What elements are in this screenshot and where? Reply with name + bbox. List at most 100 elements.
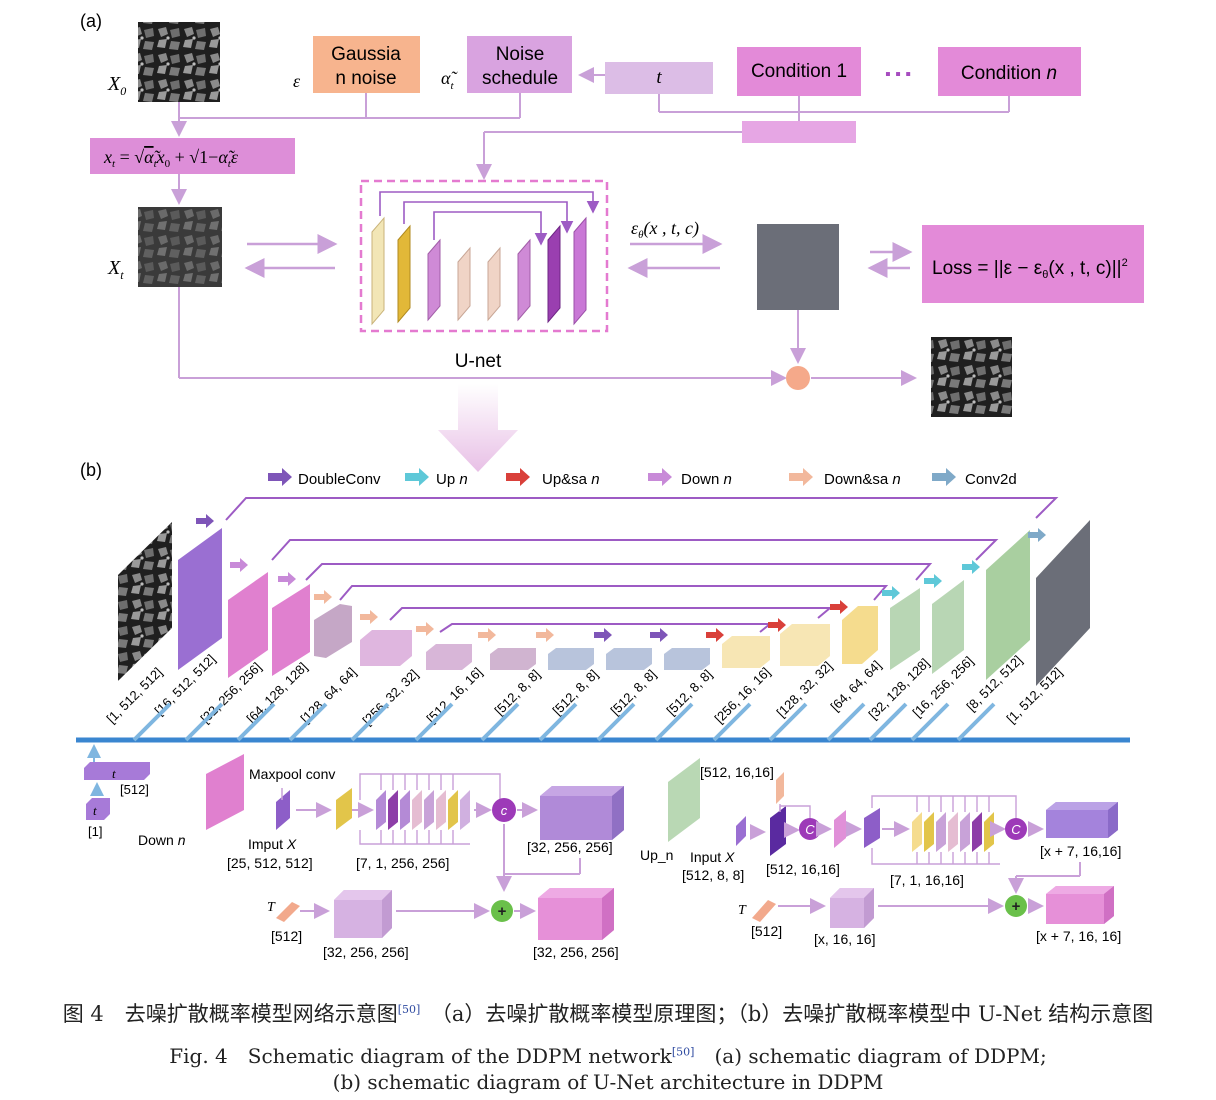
shape-label: [128, 32, 32] [774,658,836,720]
svg-text:Up n: Up n [436,471,468,488]
panel-b-label: (b) [80,460,102,480]
shape-label: [512, 8, 8] [550,667,601,718]
gaussian-noise-line2: n noise [335,68,396,89]
svg-text:Down n: Down n [681,471,732,488]
down-concat-output [540,786,624,840]
alpha-label: α̃t [441,68,458,92]
forward-formula-box [90,138,295,174]
transition-arrow [438,384,518,472]
down-T-proj-shape: [32, 256, 256] [323,944,409,960]
unet-b-skip-lines [225,497,1059,633]
block-8-512 [986,530,1030,680]
condition-n-label: Condition n [961,63,1057,84]
up-concat-node-2 [1005,818,1027,840]
svg-text:Down&sa n: Down&sa n [824,471,901,488]
eps-theta-label: εθ(x , t, c) [631,218,699,241]
up-upsample-block [770,806,786,856]
t-embed-top: t [112,766,116,781]
up-skip-shape: [512, 16,16] [700,764,774,780]
up-stack-shape: [7, 1, 16,16] [890,872,964,888]
down-add-symbol: + [498,903,507,920]
up-conv-block [864,808,880,848]
output-slab [1036,520,1090,686]
svg-text:DoubleConv: DoubleConv [298,471,381,488]
up-input-label: Input X [690,849,735,865]
loss-formula: Loss = ||ε − εθ(x , t, c)||2 [932,257,1128,281]
shape-label: [512, 8, 8] [492,667,543,718]
shape-label: [256, 32, 32] [360,666,422,728]
epsilon-label: ε [293,71,301,91]
down-sum-shape: [32, 256, 256] [533,944,619,960]
shape-label: [512, 8, 8] [664,667,715,718]
ddpm-diagram: (a) X0 ε Gaussia n noise α̃t Noise sched… [76,11,1144,960]
up-add-symbol: + [1012,898,1021,915]
t-label: t [656,67,662,88]
block-16-256 [932,580,964,674]
t-embed-dim-bottom: [1] [88,824,102,839]
up-upsample-shape: [512, 16,16] [766,861,840,877]
t-embed-bottom: t [93,803,97,818]
block-16-512 [178,528,222,670]
up-T-dim: [512] [751,923,782,939]
up-T-projection [830,888,874,928]
caption-zh: 图 4 去噪扩散概率模型网络示意图[50] （a）去噪扩散概率模型原理图；（b）… [0,998,1216,1028]
condition-embed-box [742,121,856,143]
down-sum-output [538,888,614,940]
up-input-slab [668,758,700,842]
down-maxpool-block [276,790,290,830]
shape-label: [256, 16, 16] [712,664,774,726]
block-32-256 [228,572,268,678]
up-T-proj-shape: [x, 16, 16] [814,931,875,947]
noise-schedule-line1: Noise [496,44,545,65]
block-64-128 [272,584,310,676]
noise-schedule-line2: schedule [482,68,558,89]
legend-item-down: Down n [648,468,732,488]
legend-item-doubleconv: DoubleConv [268,468,381,488]
block-512-16 [426,644,472,670]
legend-item-down-sa: Down&sa n [789,468,901,488]
unet-b-op-arrows [196,514,1046,642]
legend-item-up: Up n [405,468,468,488]
t-scalar-box [86,798,110,820]
up-concat-symbol-2: C [1011,822,1021,837]
up-sum-output [1046,886,1114,924]
down-maxpool-label: Maxpool conv [249,766,335,782]
block-256-16 [722,636,770,668]
down-concat-shape: [32, 256, 256] [527,839,613,855]
t-embed-box [84,762,150,780]
block-512-8-b [548,648,594,670]
caption-zh-left: 图 4 去噪扩散概率模型网络示意图 [62,1002,398,1026]
up-T-block [752,900,776,922]
condition-dots: ▪ ▪ ▪ [885,66,911,83]
caption-zh-right: （a）去噪扩散概率模型原理图；（b）去噪扩散概率模型中 U-Net 结构示意图 [441,1002,1154,1026]
x0-image [138,22,220,102]
down-T-dim: [512] [271,928,302,944]
down-input-slab [206,754,244,830]
up-title: Up_n [640,847,673,863]
xt-image [138,207,222,287]
down-conv-block [336,788,352,830]
legend-item-conv2d: Conv2d [932,468,1017,488]
gaussian-noise-line1: Gaussia [331,44,401,65]
down-T-block [276,902,300,922]
loss-box [922,225,1144,303]
up-concat-shape: [x + 7, 16,16] [1040,843,1121,859]
down-input-label: Imput X [248,836,297,852]
up-sum-shape: [x + 7, 16, 16] [1036,928,1121,944]
block-512-8-c [606,648,652,670]
unet-skip-lines [379,191,600,246]
x0-label: X0 [107,73,126,98]
shape-label: [128, 64, 64] [298,664,360,726]
down-stack [376,790,470,830]
block-128-32 [780,624,830,666]
legend: DoubleConv Up n Up&sa n Down n Down&sa n… [268,468,1017,488]
input-slab [118,522,172,681]
predicted-noise-square [757,224,839,310]
caption-en-line2: (b) schematic diagram of U-Net architect… [332,1070,884,1094]
condition-1-box [737,47,861,96]
legend-item-up-sa: Up&sa n [506,468,600,488]
up-concat-output [1046,802,1118,838]
block-512-8-a [490,648,536,670]
up-skip-block [776,772,784,804]
svg-text:Conv2d: Conv2d [965,471,1017,488]
